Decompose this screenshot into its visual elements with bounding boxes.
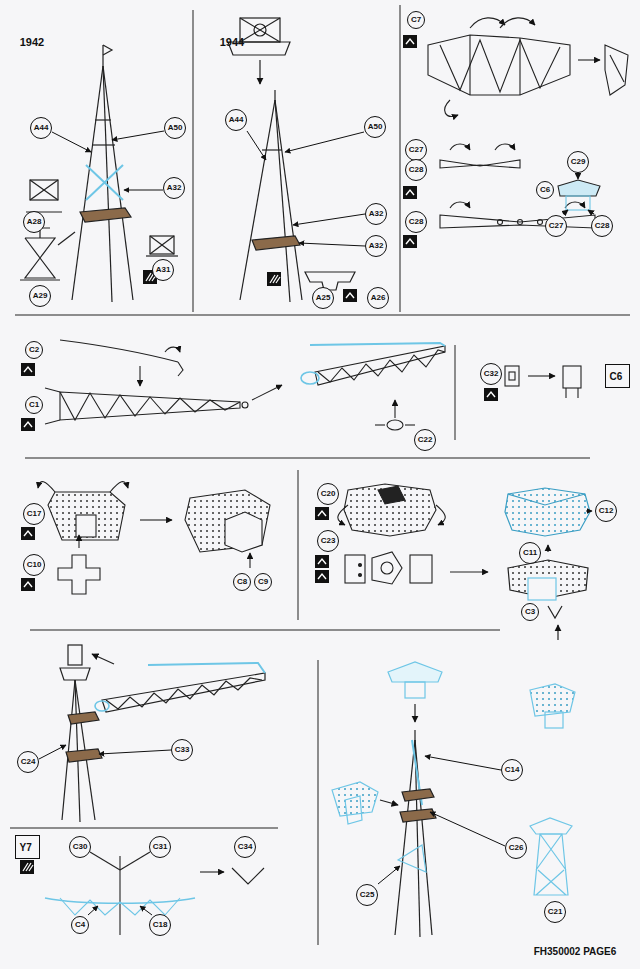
callout-number: C27 [405,139,427,161]
callout-number: A32 [365,203,387,225]
callout-number: C30 [69,836,91,858]
callout-number: A26 [367,287,389,309]
callout-number: C34 [234,836,256,858]
callout-number: C2 [25,341,43,359]
callout-number: A29 [29,285,51,307]
callout-number: C18 [149,914,171,936]
callout-number: C7 [407,11,425,29]
callout-number: C9 [254,573,272,591]
callout-number: C29 [567,151,589,173]
etched-part [428,18,628,228]
leader-arrow [586,511,592,512]
c6-assembly [558,172,600,214]
callout-number: C22 [414,429,436,451]
crane-boom [45,340,581,430]
callout-number: C26 [505,837,527,859]
platform-part [38,482,488,594]
part-number: Y7 [20,842,32,853]
callout-number: C20 [317,483,339,505]
callout-number: C1 [25,396,43,414]
callout-number: C21 [544,901,566,923]
part-box: C6 [605,364,630,388]
callout-number: C12 [595,500,617,522]
leader-arrow [88,906,152,915]
callout-number: A28 [23,211,45,233]
callout-number: C3 [521,603,539,621]
yard-assembly [45,852,264,935]
page-label: 1942 [20,36,44,48]
tripod-mast-1942 [20,45,178,302]
leader-arrow [247,131,365,246]
callout-number: C6 [536,181,554,199]
callout-number: C28 [405,211,427,233]
callout-number: A25 [312,287,334,309]
page-label: FH350002 PAGE6 [534,946,617,957]
panel-divider [10,5,630,945]
callout-number: C17 [23,503,45,525]
tripod-mast-1944 [228,18,355,302]
callout-number: C25 [356,884,378,906]
callout-number: C32 [480,363,502,385]
part-number: C6 [610,371,623,382]
callout-number: A44 [225,109,247,131]
part-box: Y7 [15,835,40,859]
leader-arrow [378,756,505,884]
callout-number: C27 [545,215,567,237]
callout-number: A32 [365,235,387,257]
callout-number: A44 [30,117,52,139]
callout-number: C4 [71,916,89,934]
callout-number: C28 [405,159,427,181]
callout-number: C14 [501,759,523,781]
callout-number: A50 [364,116,386,138]
callout-number: A31 [152,259,174,281]
callout-number: C24 [17,751,39,773]
page-label: 1944 [220,36,244,48]
platform-assembly [505,488,590,640]
mast-assembly [60,645,265,822]
callout-number: C28 [591,215,613,237]
callout-number: A50 [164,117,186,139]
tower-assembly [332,662,575,937]
callout-number: C23 [317,530,339,552]
leader-arrow [39,745,171,759]
callout-number: C31 [149,836,171,858]
callout-number: C10 [23,554,45,576]
callout-number: C11 [519,542,541,564]
callout-number: C8 [233,573,251,591]
callout-number: C33 [171,739,193,761]
leader-arrow [52,131,164,190]
callout-number: A32 [163,177,185,199]
